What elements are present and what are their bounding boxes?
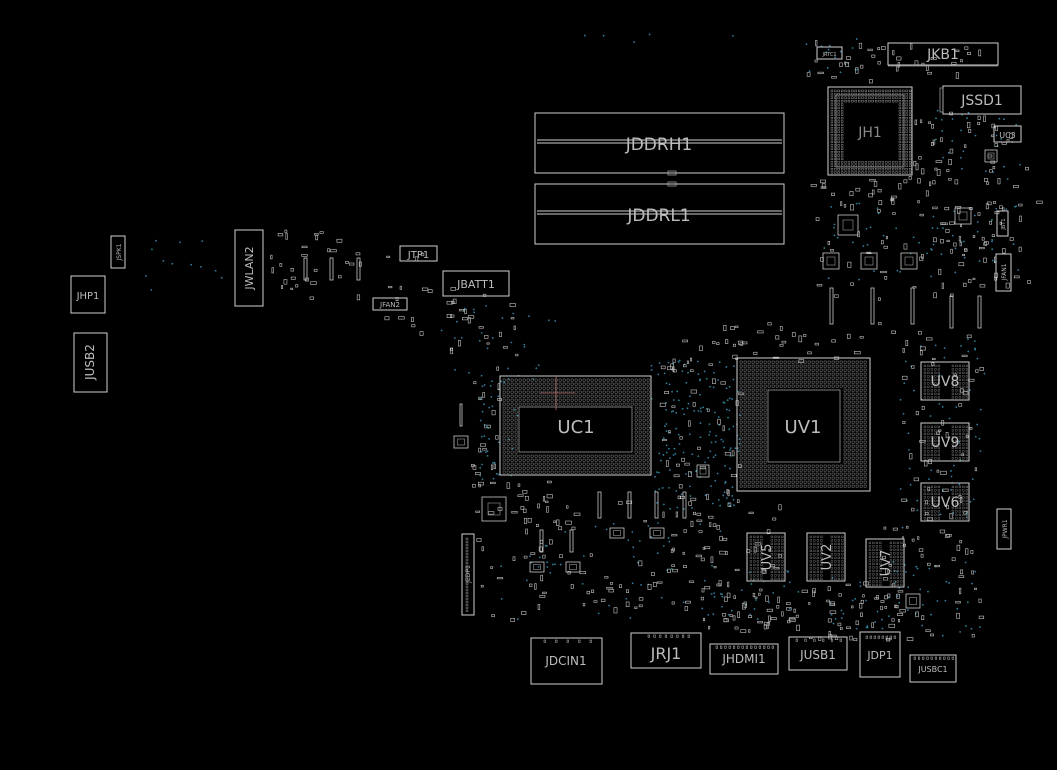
via-field	[145, 33, 1021, 637]
uv1-label: UV1	[785, 417, 822, 438]
jkb1-label: JKB1	[926, 47, 959, 63]
jddrl1-label: JDDRL1	[626, 206, 690, 226]
jh1-ball-grid	[830, 89, 912, 174]
jbatt1-label: JBATT1	[456, 278, 495, 291]
jdcin1-label: JDCIN1	[544, 654, 586, 668]
component-jusbc1[interactable]: JUSBC1	[909, 654, 957, 683]
uv5-label: UV5	[760, 544, 775, 571]
jrtc1-label: JRTC1	[821, 52, 836, 58]
uc1-label: UC1	[557, 417, 594, 438]
component-uc3[interactable]: UC3	[993, 125, 1022, 143]
jwlan2-label: JWLAN2	[243, 246, 256, 290]
component-jrtc1[interactable]: JRTC1	[816, 46, 843, 60]
uv9-label: UV9	[931, 435, 960, 451]
jusb1-label: JUSB1	[799, 648, 836, 662]
component-jhdmi1[interactable]: JHDMI1	[709, 643, 779, 675]
component-jbatt1[interactable]: JBATT1	[442, 270, 510, 297]
jtp1-label: JTP1	[407, 250, 429, 261]
component-jdcin1[interactable]: JDCIN1	[530, 637, 603, 685]
uc1-ball-grid	[502, 378, 650, 474]
component-jdp1[interactable]: JDP1	[859, 631, 901, 678]
jusbc1-label: JUSBC1	[917, 665, 947, 674]
component-jtp1[interactable]: JTP1	[399, 245, 438, 262]
jddrh1-label: JDDRH1	[625, 135, 693, 155]
component-jkb1[interactable]: JKB1	[887, 42, 999, 67]
uv7-label: UV7	[879, 550, 894, 577]
jhdmi1-label: JHDMI1	[721, 652, 765, 666]
uv2-label: UV2	[820, 544, 835, 571]
component-jddrh1[interactable]: JDDRH1	[534, 112, 785, 176]
component-uv6[interactable]: UV6	[920, 482, 970, 522]
component-jhp1[interactable]: JHP1	[70, 275, 106, 314]
component-jssd1[interactable]: JSSD1	[939, 85, 1022, 115]
uv6-label: UV6	[931, 495, 960, 511]
component-uv9[interactable]: UV9	[920, 422, 970, 462]
uc3-label: UC3	[999, 131, 1016, 140]
component-jusb1[interactable]: JUSB1	[788, 636, 848, 671]
component-uv7[interactable]: UV7	[865, 538, 905, 588]
component-uv2[interactable]: UV2	[806, 532, 846, 582]
jssd1-label: JSSD1	[960, 93, 1003, 109]
component-jrj1[interactable]: JRJ1	[630, 632, 702, 669]
jhp1-label: JHP1	[76, 291, 100, 302]
component-jh1[interactable]: JH1	[827, 86, 913, 176]
jedp1-pins	[465, 537, 469, 612]
component-uv8[interactable]: UV8	[920, 361, 970, 401]
component-jfan2[interactable]: JFAN2	[372, 297, 408, 311]
component-jbt1[interactable]: JBT1	[996, 210, 1009, 237]
passive-components	[270, 40, 1043, 642]
component-jfan1[interactable]: JFAN1	[995, 253, 1012, 292]
jusb2-label: JUSB2	[83, 344, 97, 381]
uv8-label: UV8	[931, 374, 960, 390]
component-uv1[interactable]: UV1	[736, 357, 871, 492]
component-uv5[interactable]: UV5	[746, 532, 786, 582]
component-jspk1[interactable]: JSPK1	[110, 235, 126, 269]
component-jddrl1[interactable]: JDDRL1	[534, 181, 785, 245]
component-jpwr1[interactable]: JPWR1	[996, 508, 1012, 550]
jspk1-label: JSPK1	[116, 243, 123, 261]
jbt1-label: JBT1	[1001, 218, 1007, 230]
jedp1-label: JEDP1	[465, 565, 472, 584]
jfan2-label: JFAN2	[379, 301, 400, 309]
component-jusb2[interactable]: JUSB2	[73, 332, 108, 393]
component-uc1[interactable]: UC1	[499, 375, 652, 476]
component-jwlan2[interactable]: JWLAN2	[234, 229, 264, 307]
jrj1-label: JRJ1	[650, 644, 682, 663]
jpwr1-label: JPWR1	[1002, 519, 1009, 539]
uv1-ball-grid	[739, 360, 867, 488]
jfan1-label: JFAN1	[1001, 263, 1008, 281]
jdp1-label: JDP1	[866, 649, 892, 662]
component-jedp1[interactable]: JEDP1	[461, 533, 475, 616]
jh1-label: JH1	[857, 125, 882, 141]
